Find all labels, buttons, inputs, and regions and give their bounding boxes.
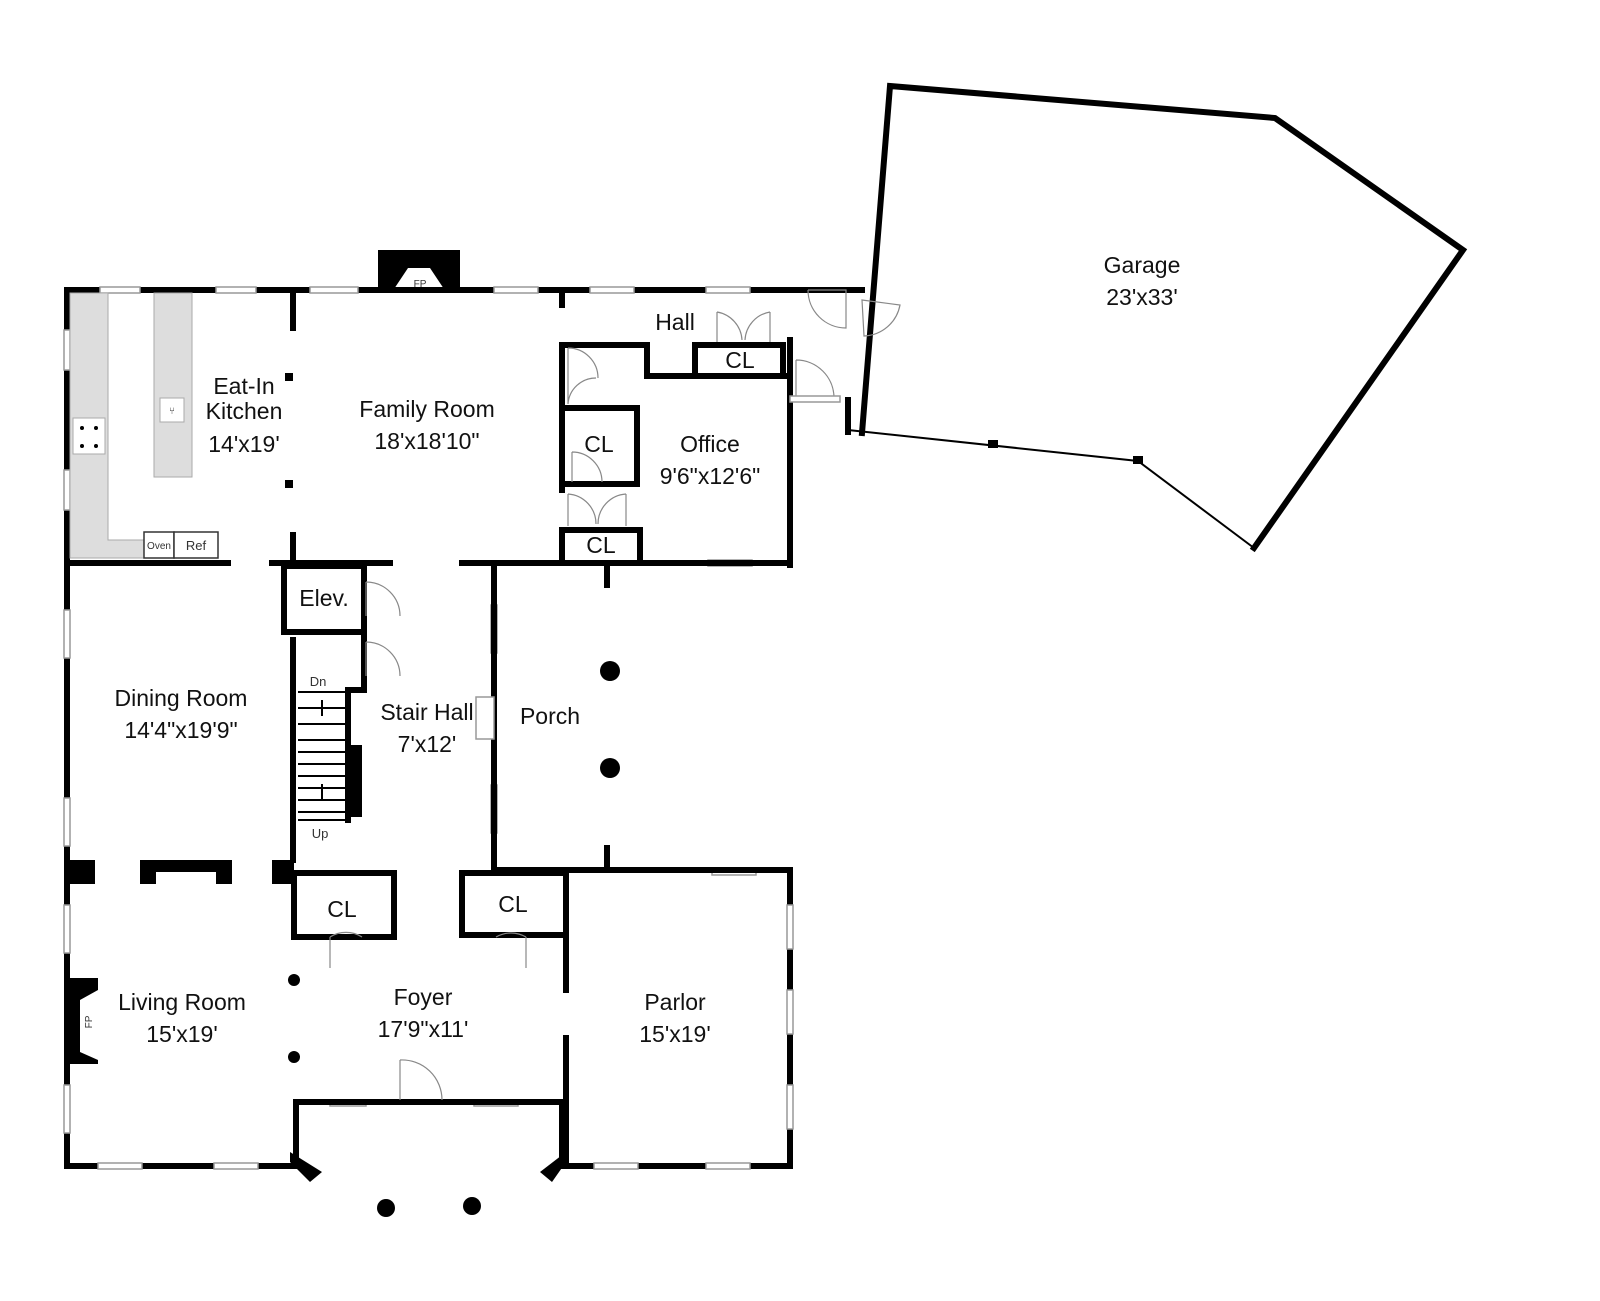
svg-text:FP: FP	[84, 1015, 95, 1028]
fireplace-top: FP	[378, 250, 460, 292]
stair-hall-dims: 7'x12'	[398, 731, 457, 757]
kitchen-name-line1: Eat-In	[213, 373, 274, 399]
garage-name: Garage	[1104, 252, 1181, 278]
family-room-dims: 18'x18'10"	[374, 428, 479, 454]
foyer-closet-right-name: CL	[498, 891, 528, 917]
dining-room-dims: 14'4"x19'9"	[124, 717, 237, 743]
staircase: Dn Up	[298, 674, 345, 841]
stairs-down-label: Dn	[310, 674, 327, 689]
parlor-dims: 15'x19'	[639, 1021, 710, 1047]
refrigerator-label: Ref	[186, 538, 207, 553]
svg-text:FP: FP	[414, 279, 427, 290]
hall-closet-name: CL	[725, 347, 755, 373]
lower-closet-name: CL	[586, 532, 616, 558]
office-closet-name: CL	[584, 431, 614, 457]
office-name: Office	[680, 431, 740, 457]
dining-room-name: Dining Room	[115, 685, 248, 711]
svg-text:⑂: ⑂	[169, 406, 175, 417]
room-labels: Garage 23'x33' Hall CL Eat-In Kitchen 14…	[115, 252, 1181, 1047]
elevator-name: Elev.	[299, 585, 348, 611]
office-dims: 9'6"x12'6"	[660, 463, 761, 489]
foyer-name: Foyer	[394, 984, 453, 1010]
kitchen: ⑂ Oven Ref	[64, 290, 296, 566]
foyer-dims: 17'9"x11'	[378, 1016, 469, 1042]
family-room-name: Family Room	[359, 396, 494, 422]
foyer-closet-left-name: CL	[327, 896, 357, 922]
interior-walls	[67, 290, 793, 1217]
garage-dims: 23'x33'	[1106, 284, 1177, 310]
living-room-dims: 15'x19'	[146, 1021, 217, 1047]
stair-hall-name: Stair Hall	[380, 699, 473, 725]
hall-name: Hall	[655, 309, 695, 335]
porch-name: Porch	[520, 703, 580, 729]
fireplace-left: FP	[70, 978, 98, 1064]
garage	[847, 82, 1468, 553]
oven-label: Oven	[147, 541, 171, 552]
parlor-name: Parlor	[644, 989, 706, 1015]
living-room-name: Living Room	[118, 989, 246, 1015]
kitchen-dims: 14'x19'	[208, 431, 279, 457]
kitchen-name-line2: Kitchen	[206, 398, 283, 424]
stairs-up-label: Up	[312, 826, 329, 841]
cooktop	[72, 417, 106, 455]
doors	[329, 289, 847, 1101]
